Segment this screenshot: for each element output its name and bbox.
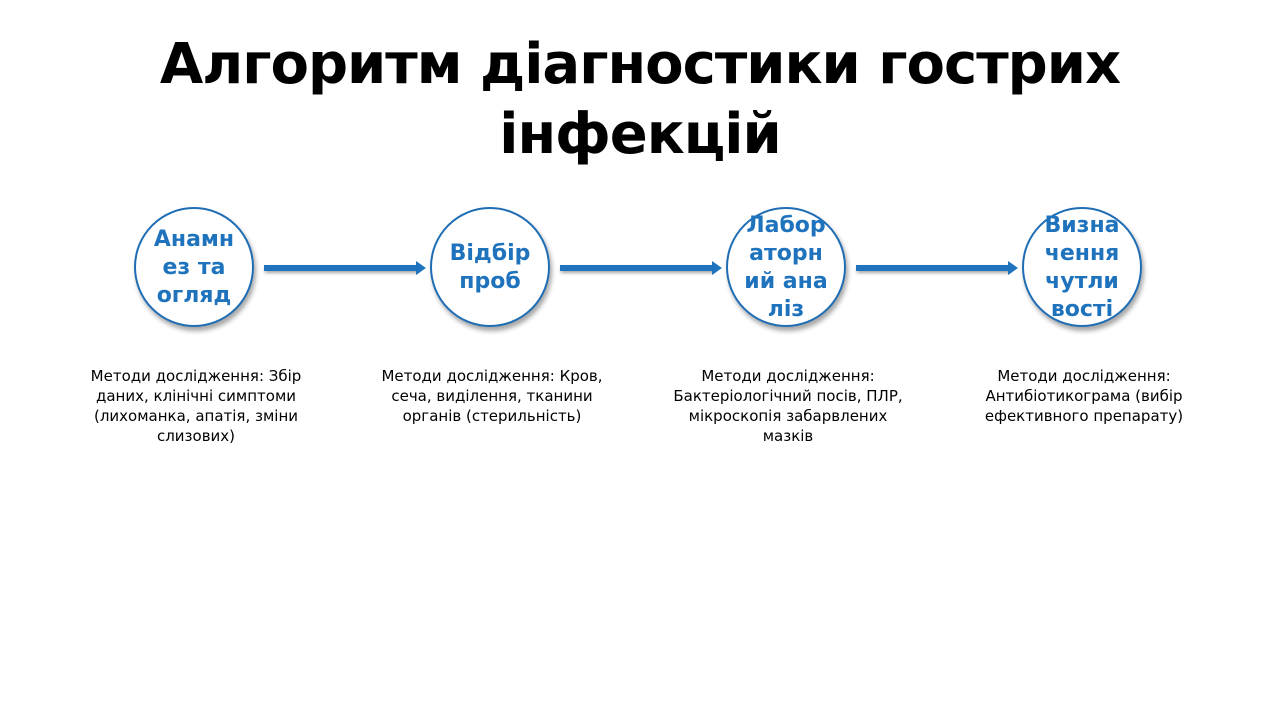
step-circle-lab-analysis bbox=[726, 207, 846, 327]
step-label-lab-analysis: Лабораторний аналіз bbox=[716, 62, 856, 474]
step-label-sampling: Відбір проб bbox=[420, 62, 560, 474]
step-circle-anamnesis bbox=[134, 207, 254, 327]
slide-title: Алгоритм діагностики гострих інфекцій bbox=[159, 32, 1121, 167]
step-label-text: Лабораторний аналіз bbox=[744, 213, 828, 322]
flow-arrow-1 bbox=[264, 261, 426, 275]
step-label-text: Відбір проб bbox=[449, 241, 531, 294]
step-circle-sensitivity bbox=[1022, 207, 1142, 327]
arrow-head bbox=[712, 261, 722, 275]
step-description-sensitivity: Методи дослідження: Антибіотикограма (ви… bbox=[984, 367, 1184, 425]
step-label-anamnesis: Анамнез та огляд bbox=[124, 62, 264, 474]
arrow-head bbox=[416, 261, 426, 275]
arrow-shaft bbox=[560, 265, 714, 271]
step-label-text: Визначення чутливості bbox=[1044, 213, 1120, 322]
step-label-text: Анамнез та огляд bbox=[153, 227, 235, 308]
flow-arrow-3 bbox=[856, 261, 1018, 275]
step-description-lab-analysis: Методи дослідження: Бактеріологічний пос… bbox=[673, 367, 903, 445]
flow-arrow-2 bbox=[560, 261, 722, 275]
step-description-anamnesis: Методи дослідження: Збір даних, клінічні… bbox=[90, 367, 302, 445]
step-circle-sampling bbox=[430, 207, 550, 327]
arrow-head bbox=[1008, 261, 1018, 275]
step-description-sampling: Методи дослідження: Кров, сеча, виділенн… bbox=[381, 367, 603, 425]
arrow-shaft bbox=[264, 265, 418, 271]
arrow-shaft bbox=[856, 265, 1010, 271]
step-label-sensitivity: Визначення чутливості bbox=[1012, 62, 1152, 474]
